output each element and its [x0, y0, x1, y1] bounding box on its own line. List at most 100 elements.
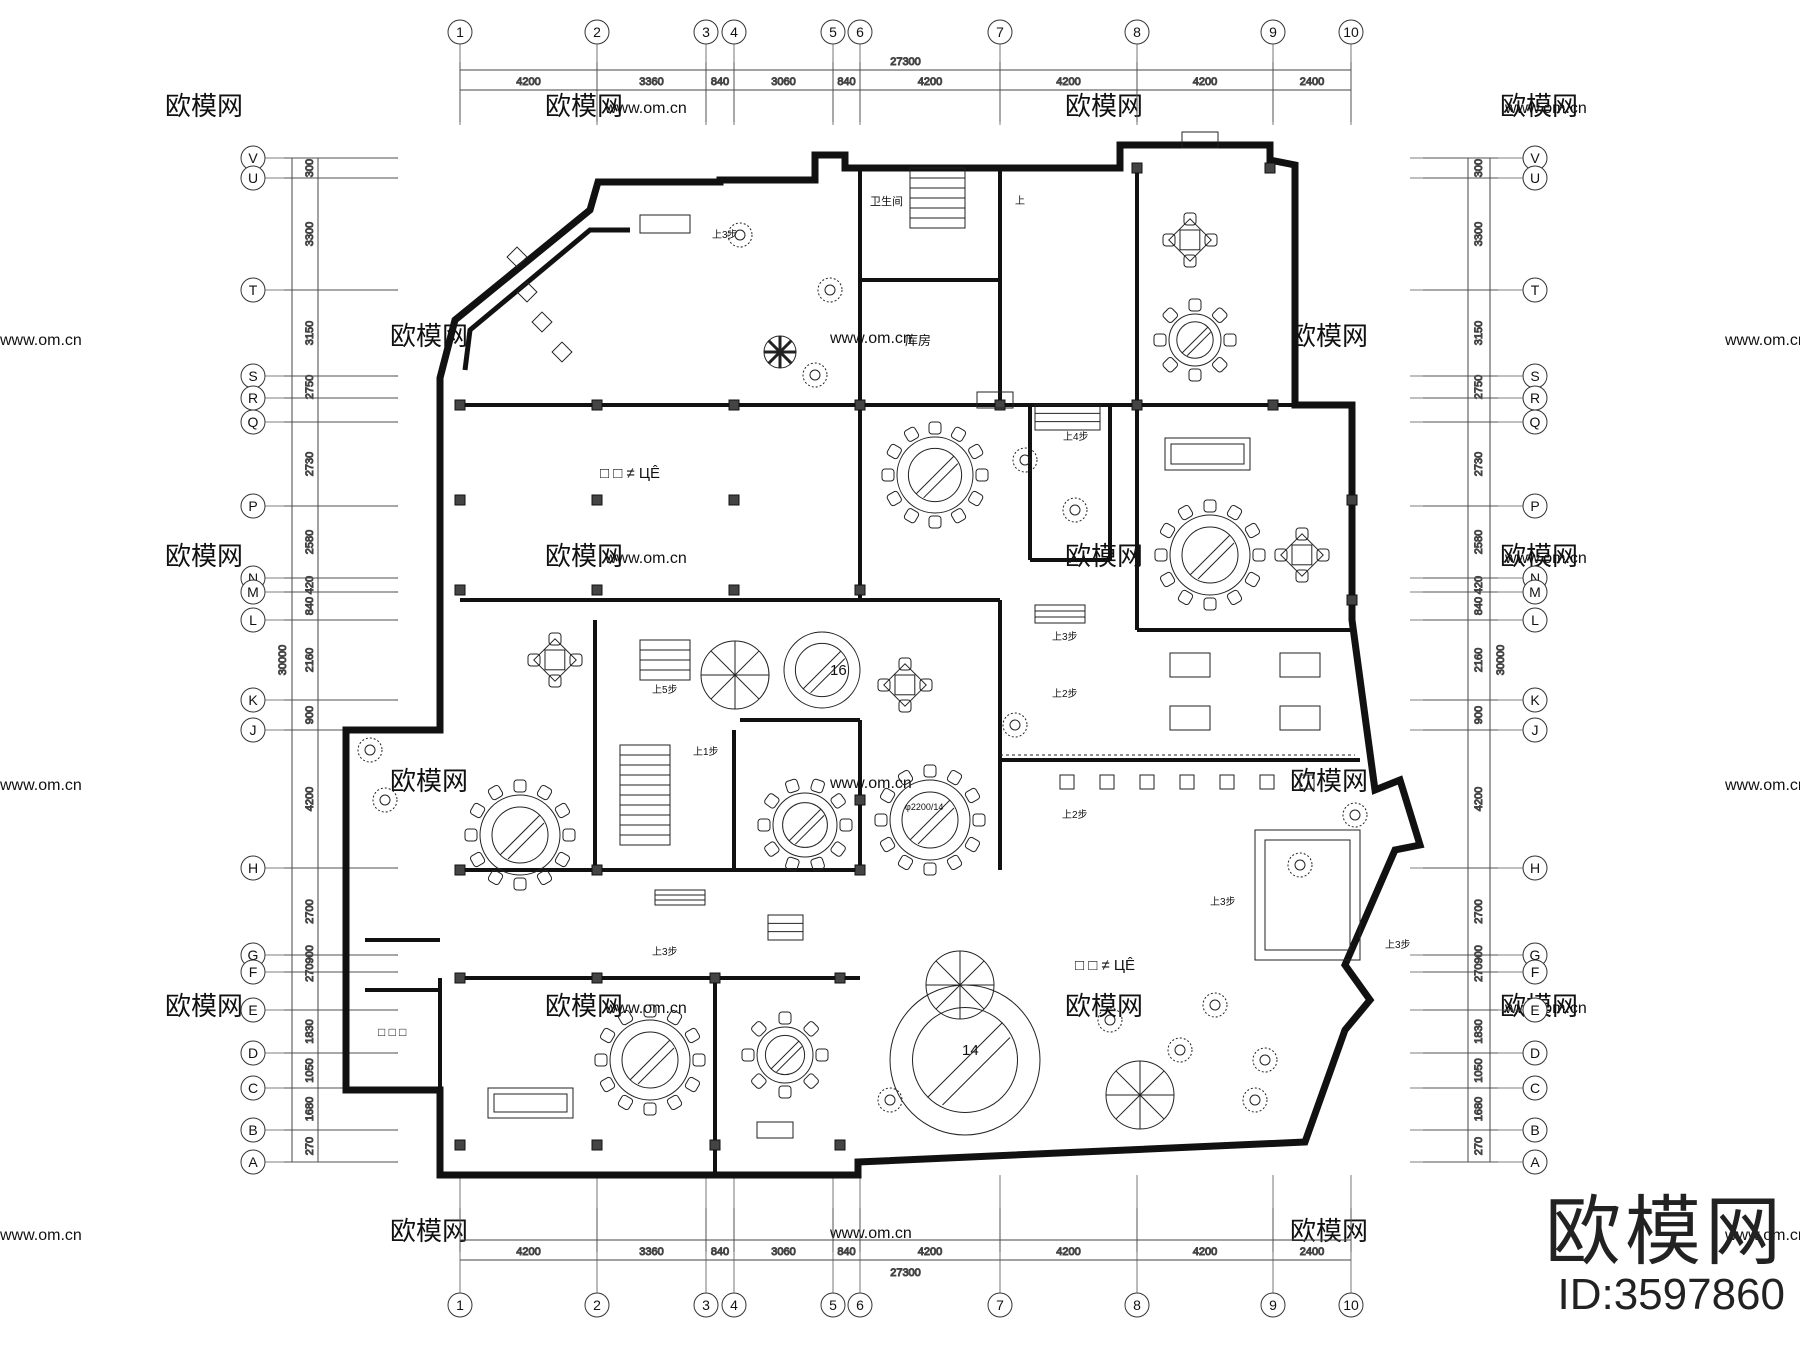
column-pier [1267, 399, 1279, 411]
round-table-8-hatch [776, 1046, 803, 1073]
round-table-6-chair [897, 854, 914, 871]
sofa-cushion-0 [1170, 443, 1245, 465]
label-steps-5: 上3步 [1052, 631, 1078, 643]
round-table-4-chair [536, 869, 553, 886]
round-table-1-chair [903, 508, 920, 524]
dim-row-5-right: 2730 [1473, 452, 1485, 476]
round-table-6-chair [897, 769, 914, 786]
dim-row-1-left: 3300 [304, 222, 316, 246]
label-hall-garden: □ □ ≠ ЦÊ [1075, 957, 1135, 974]
grid-row-G-left: G [248, 947, 259, 963]
square-table-3-top [544, 649, 566, 671]
round-table-2-chair [1226, 589, 1243, 606]
column-pier [854, 584, 866, 596]
watermark-text: 欧模网 [545, 991, 623, 1021]
round-table-4-hatch [507, 822, 545, 860]
column-pier [591, 584, 603, 596]
dim-col-6-top: 4200 [918, 76, 942, 88]
watermark-text: 欧模网 [1290, 321, 1368, 351]
dim-row-13-right: 270900 [1473, 945, 1485, 982]
watermark-text: 欧模网 [545, 541, 623, 571]
shrub-3 [1167, 1037, 1193, 1063]
label-steps-4: 上4步 [1063, 431, 1089, 443]
round-table-7 [609, 1019, 691, 1101]
dim-row-9-left: 2160 [304, 648, 316, 672]
furniture-layer [357, 131, 1368, 1139]
grid-col-3-top: 3 [702, 24, 710, 40]
square-table-1-chair [1183, 212, 1197, 226]
dim-row-5-left: 2730 [304, 452, 316, 476]
column-pier [454, 399, 466, 411]
round-table-8 [756, 1026, 814, 1084]
column-pier [728, 494, 740, 506]
label-steps-6: 上2步 [1052, 688, 1078, 700]
round-table-1-inner [907, 447, 963, 503]
column-pier [454, 972, 466, 984]
column-pier [1264, 162, 1276, 174]
dim-col-2-bottom: 3360 [639, 1246, 663, 1258]
toilet-fixture-1 [516, 281, 538, 303]
column-pier [1346, 494, 1358, 506]
square-table-4 [883, 663, 927, 707]
dim-col-3-top: 840 [711, 76, 729, 88]
column-pier [1346, 594, 1358, 606]
round-table-1-chair [950, 508, 967, 524]
label-table-14: 14 [962, 1042, 979, 1059]
column-pier [728, 584, 740, 596]
grid-row-L-right: L [1531, 612, 1539, 628]
toilet-block-wall [462, 227, 630, 371]
four-top-table-0 [1169, 652, 1211, 678]
round-table-5-chair [830, 841, 846, 857]
round-table-2-chair [1177, 589, 1194, 606]
umbrella-rib [1115, 1094, 1141, 1120]
grid-row-B-left: B [248, 1122, 257, 1138]
square-table-4-chair [898, 657, 912, 671]
round-table-2-chair [1244, 522, 1261, 539]
umbrella-rib [959, 960, 985, 986]
dim-row-11-right: 4200 [1473, 787, 1485, 811]
round-table-2-inner [1181, 526, 1239, 584]
round-table-7-chair [643, 1004, 657, 1018]
dim-col-total-bottom: 27300 [890, 1267, 921, 1279]
toilet-fixture-0 [506, 246, 528, 268]
column-pier [454, 494, 466, 506]
watermark-text: 欧模网 [1065, 541, 1143, 571]
round-table-4-chair [562, 828, 576, 842]
dim-row-13-left: 270900 [304, 945, 316, 982]
watermark-url: www.om.cn [829, 330, 912, 347]
round-table-1-chair [975, 468, 989, 482]
round-table-3-inner [1176, 321, 1214, 359]
grid-row-P-right: P [1530, 498, 1539, 514]
watermark-text: www.om.cn [1724, 332, 1800, 349]
dim-col-9-bottom: 2400 [1300, 1246, 1324, 1258]
brand-logo-block: 欧模网 ID:3597860 [1515, 1170, 1785, 1330]
round-table-14-hatch [942, 1037, 1011, 1106]
umbrella-dark-rib [778, 339, 793, 354]
round-table-8-chair [778, 1085, 792, 1099]
grid-row-M-left: M [247, 584, 259, 600]
bar-stool-1 [1099, 774, 1115, 790]
round-table-3-chair [1188, 368, 1202, 382]
label-steps-11: 上 [1015, 195, 1025, 207]
round-table-4-inner [491, 806, 549, 864]
dim-row-7-left: 420 [304, 576, 316, 594]
umbrella-rib [935, 960, 961, 986]
watermark-text: 欧模网 [165, 991, 243, 1021]
round-table-2-chair [1154, 548, 1168, 562]
toilet-fixture-3 [551, 341, 573, 363]
grid-col-7-top: 7 [996, 24, 1004, 40]
column-pier [591, 864, 603, 876]
round-table-5-hatch [788, 808, 822, 842]
grid-col-4-bottom: 4 [730, 1297, 738, 1313]
round-table-1-chair [928, 515, 942, 529]
umbrella-rib [710, 650, 736, 676]
square-table-3-chair [527, 653, 541, 667]
round-table-5-chair [830, 793, 846, 809]
label-table-16: 16 [830, 662, 847, 679]
round-table-7-chair [684, 1076, 701, 1093]
grid-row-G-right: G [1530, 947, 1541, 963]
label-storage: 库房 [905, 333, 931, 348]
grid-col-2-bottom: 2 [593, 1297, 601, 1313]
shrub-11 [1012, 447, 1038, 473]
grid-row-Q-left: Q [248, 414, 259, 430]
